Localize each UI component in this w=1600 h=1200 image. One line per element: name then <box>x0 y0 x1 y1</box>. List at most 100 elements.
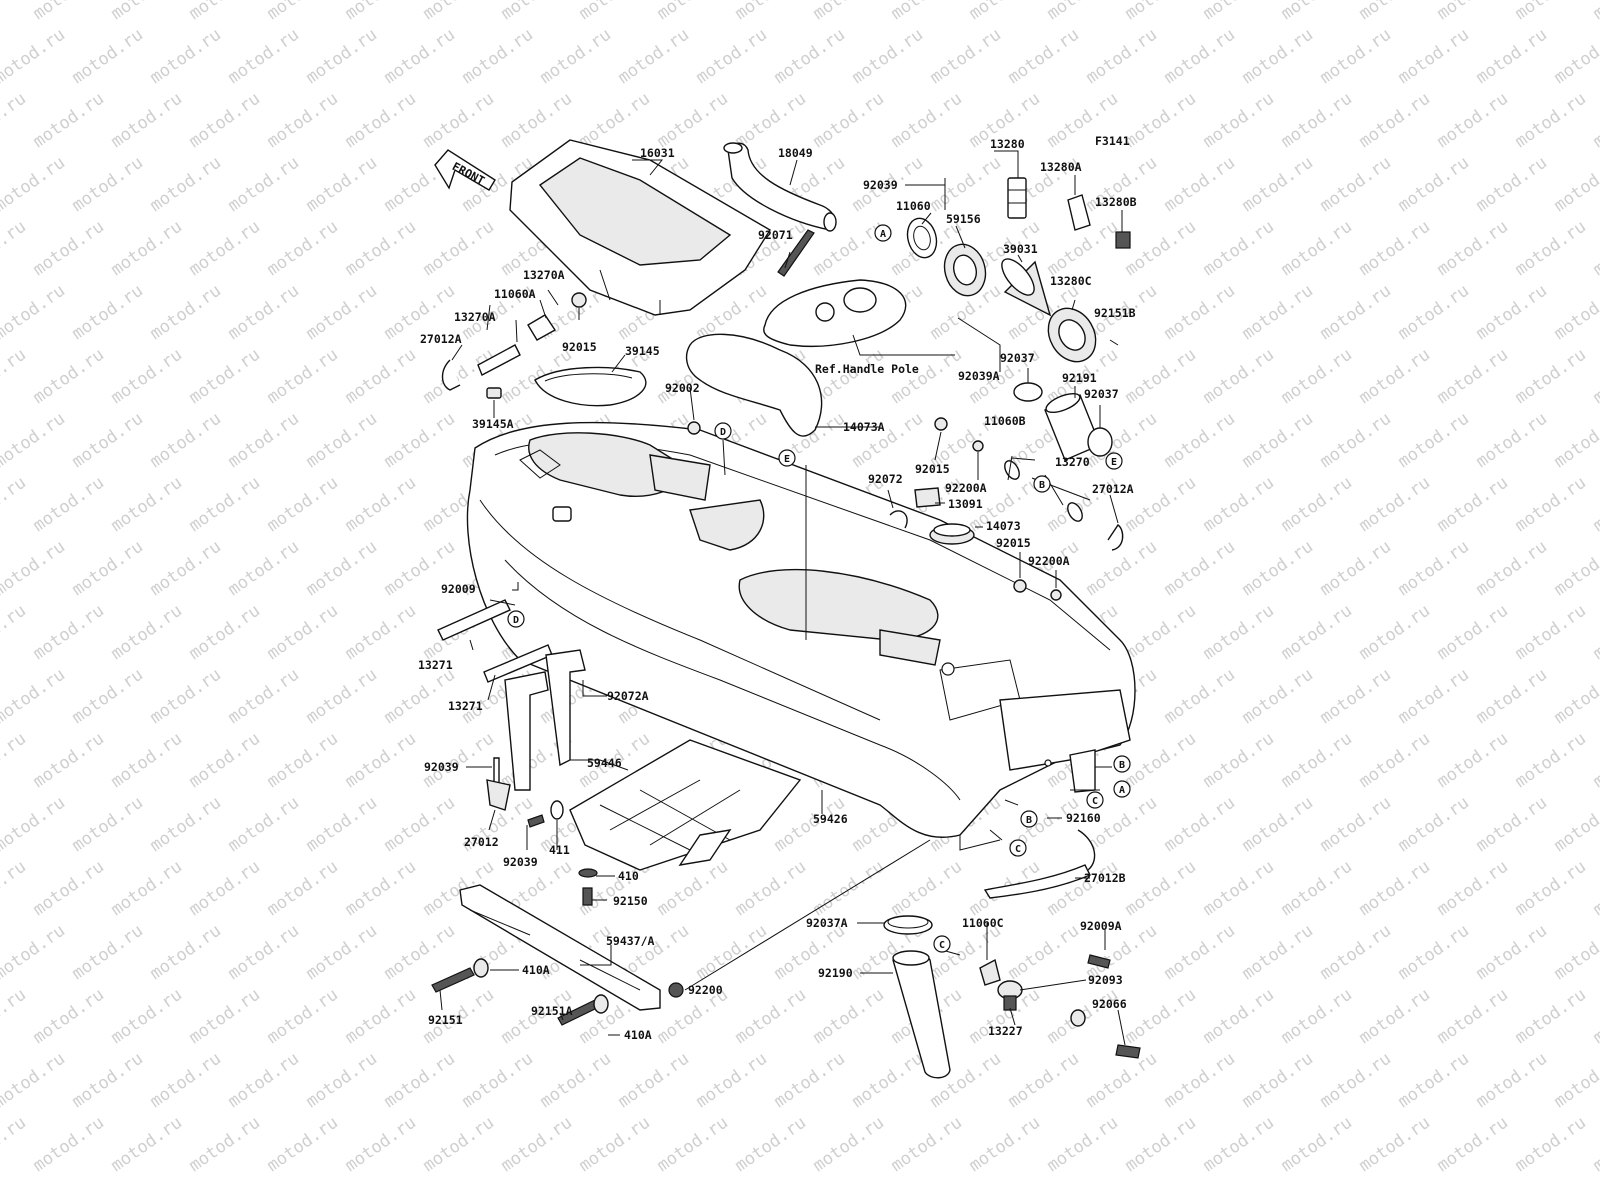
marker-b-low: B <box>1020 810 1038 828</box>
watermark-text: motod.ru <box>1394 25 1473 88</box>
part-labels: F3141 16031 18049 92039 13280 13280A 132… <box>418 134 1137 1042</box>
marker-c-low: C <box>1009 839 1027 857</box>
watermark-text: motod.ru <box>1433 985 1512 1048</box>
watermark-text: motod.ru <box>29 729 108 792</box>
watermark-text: motod.ru <box>1394 153 1473 216</box>
watermark-text: motod.ru <box>1511 985 1590 1048</box>
cap-13280C <box>1047 307 1097 363</box>
label-14073A: 14073A <box>843 420 885 434</box>
watermark-text: motod.ru <box>185 729 264 792</box>
intake-hose-18049 <box>723 142 837 232</box>
watermark-text: motod.ru <box>1550 921 1600 984</box>
watermark-text: motod.ru <box>0 0 30 24</box>
label-92009: 92009 <box>441 582 476 596</box>
watermark-text: motod.ru <box>1277 473 1356 536</box>
watermark-text: motod.ru <box>107 857 186 920</box>
clip-92072 <box>889 510 908 529</box>
watermark-text: motod.ru <box>1316 921 1395 984</box>
watermark-text: motod.ru <box>1238 1049 1317 1112</box>
label-13280: 13280 <box>990 137 1025 151</box>
watermark-text: motod.ru <box>29 473 108 536</box>
hose-92191 <box>1044 392 1101 461</box>
label-92200: 92200 <box>688 983 723 997</box>
watermark-text: motod.ru <box>1199 473 1278 536</box>
label-27012: 27012 <box>464 835 499 849</box>
marker-c-right: C <box>1086 791 1104 809</box>
callout-markers: A D E E B D B A C B C C <box>507 224 1131 953</box>
label-13270A-1: 13270A <box>523 268 565 282</box>
watermark-text: motod.ru <box>224 409 303 472</box>
fitting-11060C <box>979 958 1001 986</box>
label-410A-1: 410A <box>522 963 550 977</box>
watermark-text: motod.ru <box>29 601 108 664</box>
label-411: 411 <box>549 843 570 857</box>
watermark-text: motod.ru <box>1511 1113 1590 1176</box>
watermark-text: motod.ru <box>1355 985 1434 1048</box>
watermark-text: motod.ru <box>419 345 498 408</box>
label-ref-handle-pole: Ref.Handle Pole <box>815 362 919 376</box>
watermark-text: motod.ru <box>692 25 771 88</box>
watermark-text: motod.ru <box>1511 473 1590 536</box>
watermark-text: motod.ru <box>1511 217 1590 280</box>
watermark-text: motod.ru <box>1004 1049 1083 1112</box>
marker-d-top: D <box>714 422 732 440</box>
watermark-text: motod.ru <box>809 985 888 1048</box>
watermark-text: motod.ru <box>1199 601 1278 664</box>
watermark-text: motod.ru <box>458 25 537 88</box>
watermark-text: motod.ru <box>302 281 381 344</box>
watermark-text: motod.ru <box>0 793 69 856</box>
label-92200A-2: 92200A <box>1028 554 1070 568</box>
label-13280B: 13280B <box>1095 195 1137 209</box>
watermark-text: motod.ru <box>0 921 69 984</box>
watermark-text: motod.ru <box>1472 153 1551 216</box>
watermark-text: motod.ru <box>926 153 1005 216</box>
label-18049: 18049 <box>778 146 813 160</box>
watermark-text: motod.ru <box>302 25 381 88</box>
plates-13270 <box>1004 460 1083 522</box>
watermark-text: motod.ru <box>302 537 381 600</box>
watermark-text: motod.ru <box>1121 729 1200 792</box>
watermark-text: motod.ru <box>1160 793 1239 856</box>
svg-text:C: C <box>1092 796 1098 807</box>
svg-text:E: E <box>1111 457 1117 468</box>
label-410: 410 <box>618 869 639 883</box>
watermark-text: motod.ru <box>1316 281 1395 344</box>
bolt-92002 <box>687 421 701 435</box>
label-92190: 92190 <box>818 966 853 980</box>
label-92071: 92071 <box>758 228 793 242</box>
label-92072A: 92072A <box>607 689 649 703</box>
watermark-text: motod.ru <box>1355 601 1434 664</box>
watermark-text: motod.ru <box>380 25 459 88</box>
label-16031: 16031 <box>640 146 675 160</box>
label-27012B: 27012B <box>1084 871 1126 885</box>
watermark-text: motod.ru <box>1511 601 1590 664</box>
watermark-text: motod.ru <box>1160 537 1239 600</box>
watermark-text: motod.ru <box>1316 153 1395 216</box>
svg-text:C: C <box>939 940 945 951</box>
label-39145: 39145 <box>625 344 660 358</box>
hook-27012A-left <box>441 359 461 391</box>
watermark-text: motod.ru <box>1277 217 1356 280</box>
watermark-text: motod.ru <box>185 0 264 24</box>
watermark-text: motod.ru <box>1433 1113 1512 1176</box>
label-11060A: 11060A <box>494 287 536 301</box>
watermark-text: motod.ru <box>1550 793 1600 856</box>
watermark-text: motod.ru <box>1316 537 1395 600</box>
watermark-text: motod.ru <box>1472 793 1551 856</box>
watermark-text: motod.ru <box>731 857 810 920</box>
label-92160: 92160 <box>1066 811 1101 825</box>
watermark-text: motod.ru <box>1238 921 1317 984</box>
watermark-text: motod.ru <box>1199 985 1278 1048</box>
watermark-text: motod.ru <box>1355 473 1434 536</box>
label-92037-2: 92037 <box>1084 387 1119 401</box>
label-92150: 92150 <box>613 894 648 908</box>
watermark-text: motod.ru <box>770 25 849 88</box>
watermark-text: motod.ru <box>224 25 303 88</box>
label-13280C: 13280C <box>1050 274 1092 288</box>
watermark-text: motod.ru <box>68 793 147 856</box>
label-59437: 59437/A <box>606 934 655 948</box>
watermark-text: motod.ru <box>107 217 186 280</box>
watermark-text: motod.ru <box>848 25 927 88</box>
diagram-code: F3141 <box>1095 134 1130 148</box>
